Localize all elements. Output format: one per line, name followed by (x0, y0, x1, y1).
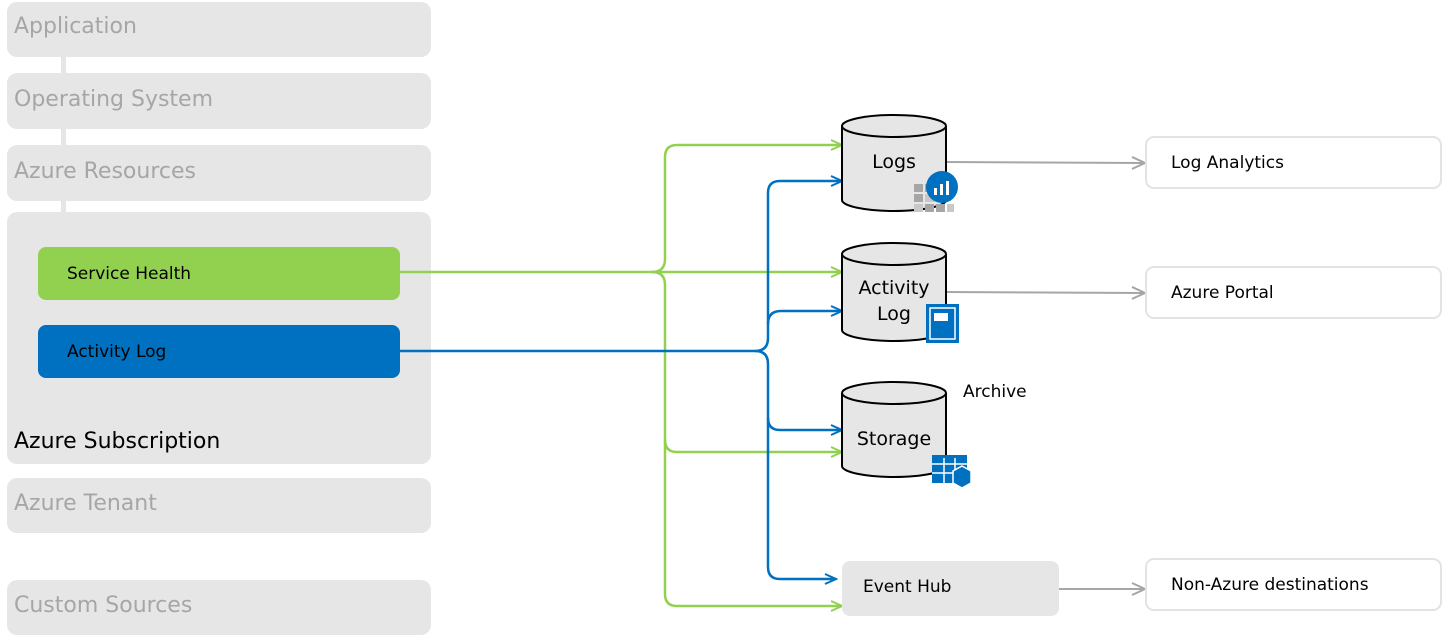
activity-log-store-line1: Activity (858, 277, 930, 299)
activity-log-label: Activity Log (67, 341, 167, 362)
storage-label: Storage (856, 428, 932, 450)
log-analytics-destination[interactable]: Log Analytics (1145, 136, 1442, 189)
log-analytics-label: Log Analytics (1171, 152, 1284, 173)
non-azure-label: Non-Azure destinations (1171, 574, 1369, 595)
layer-custom-sources (7, 580, 431, 635)
logs-label: Logs (872, 151, 916, 173)
layer-azure-tenant (7, 478, 431, 533)
layer-label-custom-sources: Custom Sources (14, 593, 193, 618)
layer-operating-system (7, 73, 431, 129)
layer-connector (61, 129, 66, 145)
activity-log-source[interactable]: Activity Log (38, 325, 400, 378)
event-hub-box[interactable] (842, 561, 1059, 616)
activity-log-connectors (400, 181, 842, 579)
archive-label: Archive (963, 382, 1027, 402)
service-health-label: Service Health (67, 263, 192, 284)
activity-log-store-line2: Log (877, 303, 911, 325)
layer-label-azure-resources: Azure Resources (14, 159, 196, 184)
layer-label-azure-tenant: Azure Tenant (14, 491, 157, 516)
destination-connectors (944, 162, 1145, 589)
layer-application (7, 2, 431, 57)
storage-table-icon (932, 455, 972, 489)
activity-log-cylinder (841, 242, 947, 342)
layer-connector (61, 201, 66, 212)
layer-label-operating-system: Operating System (14, 87, 214, 112)
layer-label-application: Application (14, 14, 137, 39)
log-analytics-icon (914, 171, 958, 212)
layer-connector (61, 57, 66, 73)
service-health-connectors (400, 145, 842, 606)
service-health-source[interactable]: Service Health (38, 247, 400, 300)
activity-log-book-icon (926, 304, 959, 343)
event-hub-label: Event Hub (863, 577, 952, 597)
azure-portal-label: Azure Portal (1171, 282, 1274, 303)
non-azure-destination[interactable]: Non-Azure destinations (1145, 558, 1442, 611)
storage-cylinder (841, 381, 947, 478)
activity-log-store-label: Activity Log (842, 275, 946, 327)
azure-portal-destination[interactable]: Azure Portal (1145, 266, 1442, 319)
layer-label-azure-subscription: Azure Subscription (14, 429, 221, 454)
layer-azure-resources (7, 145, 431, 201)
